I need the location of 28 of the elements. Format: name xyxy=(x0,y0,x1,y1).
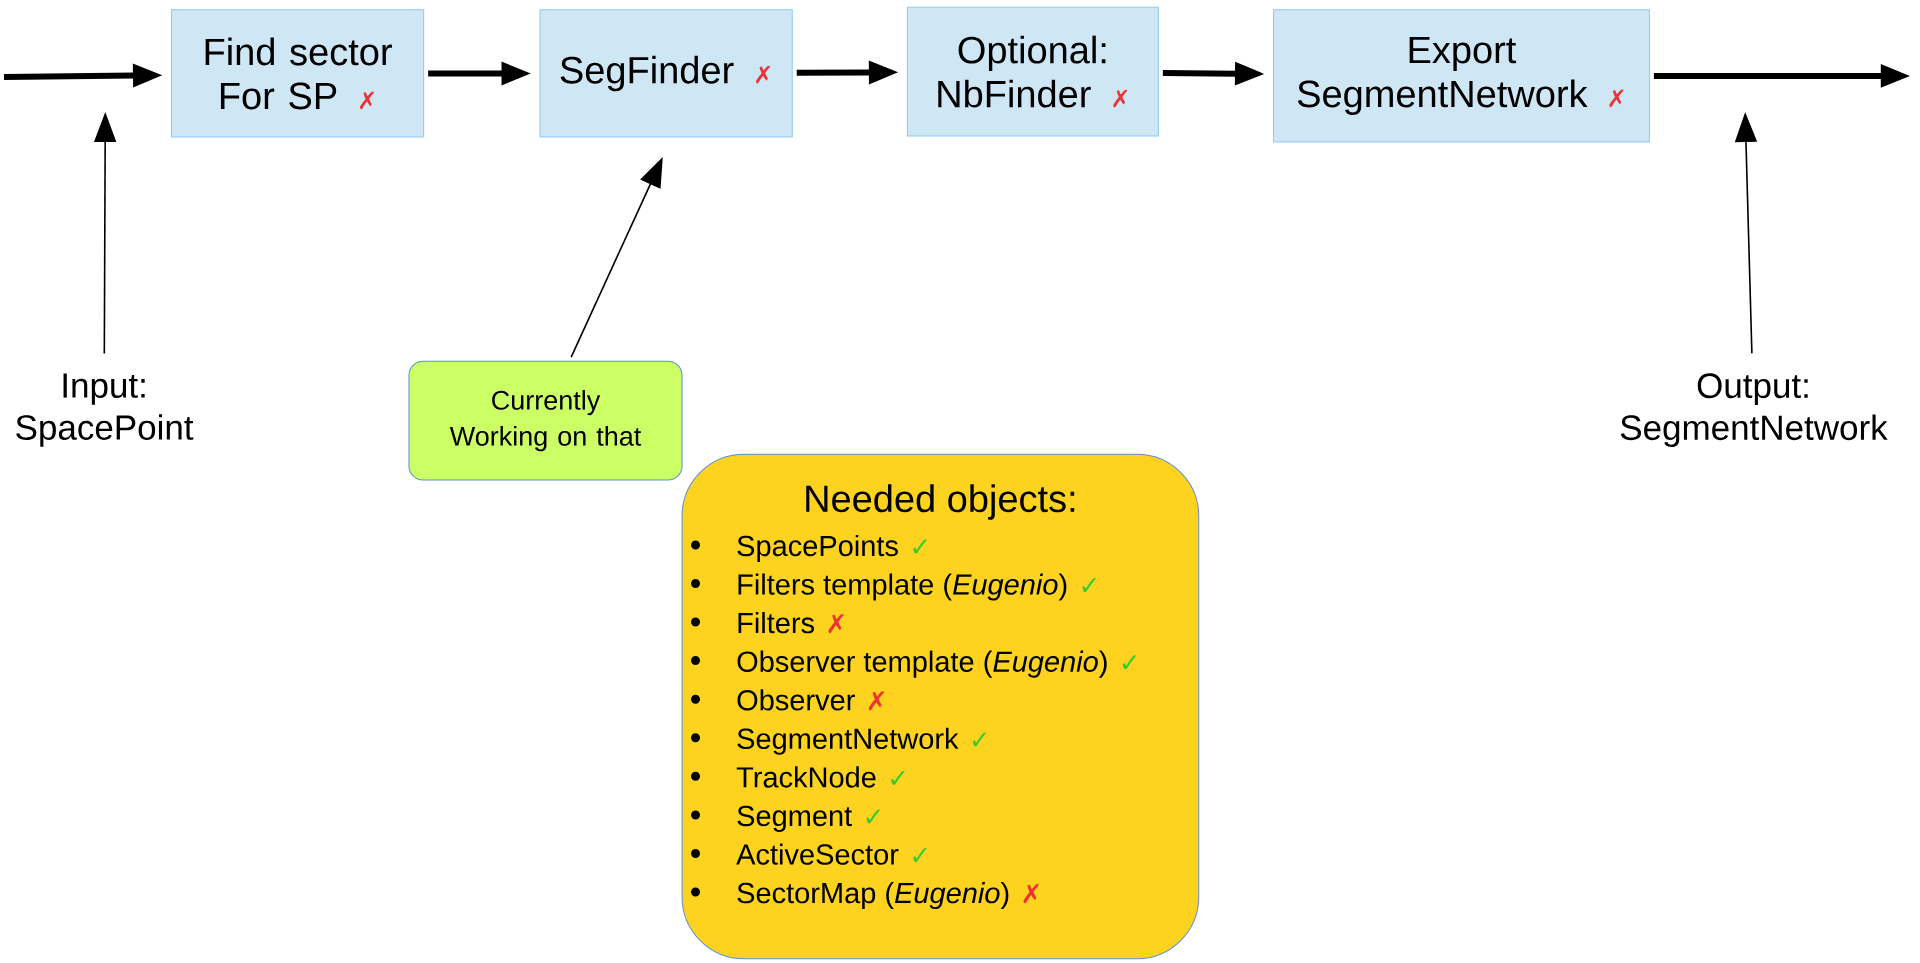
status-mark: ✗ xyxy=(1023,884,1039,904)
status-mark: ✗ xyxy=(868,691,885,711)
list-item: ActiveSector xyxy=(736,843,899,865)
note-box: Currently Working on that xyxy=(408,360,683,481)
flow-label: Input: SpacePoint xyxy=(16,373,194,447)
list-item: Filters xyxy=(738,612,814,634)
process-box: Optional: NbFinder ✗ xyxy=(906,6,1159,137)
list-item: TrackNode xyxy=(736,766,876,788)
list-item: SectorMap (Eugenio) xyxy=(737,882,1009,910)
status-mark: ✓ xyxy=(891,770,905,785)
list-item: SpacePoints xyxy=(737,534,898,562)
list-item: Observer xyxy=(737,689,855,711)
status-mark: ✗ xyxy=(828,614,844,634)
status-mark: ✓ xyxy=(913,539,927,554)
status-mark: ✓ xyxy=(913,848,927,862)
panel-heading: Needed objects: xyxy=(806,484,1075,520)
status-mark: ✓ xyxy=(866,809,880,824)
status-mark: ✓ xyxy=(972,732,987,747)
list-item: Observer template (Eugenio) xyxy=(737,650,1107,678)
process-box: Export SegmentNetwork ✗ xyxy=(1273,9,1650,143)
list-item: Filters template (Eugenio) xyxy=(738,573,1067,601)
flow-label: Output: SegmentNetwork xyxy=(1620,373,1888,448)
list-item: Segment xyxy=(737,805,852,832)
list-item: SegmentNetwork xyxy=(737,727,959,755)
process-box: SegFinder ✗ xyxy=(539,9,793,138)
process-box: Find sector For SP ✗ xyxy=(170,9,425,138)
status-mark: ✓ xyxy=(1122,655,1137,670)
status-mark: ✓ xyxy=(1082,578,1096,592)
